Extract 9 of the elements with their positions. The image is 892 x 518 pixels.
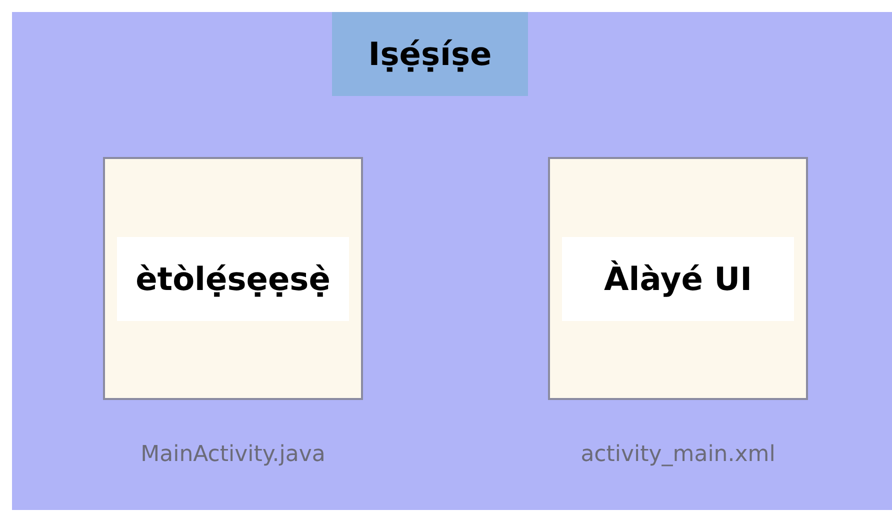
title-box <box>332 12 528 96</box>
title: Iṣẹ́ṣíṣe <box>368 34 492 75</box>
card-label: Àlàyé UI <box>562 236 794 320</box>
file-name: MainActivity.java <box>140 441 326 469</box>
file-card <box>103 157 363 400</box>
file-card <box>548 157 808 400</box>
card-label: ètòlẹ́sẹẹsẹ̀ <box>117 236 349 320</box>
file-name: activity_main.xml <box>580 441 776 469</box>
panel-background <box>12 12 892 510</box>
